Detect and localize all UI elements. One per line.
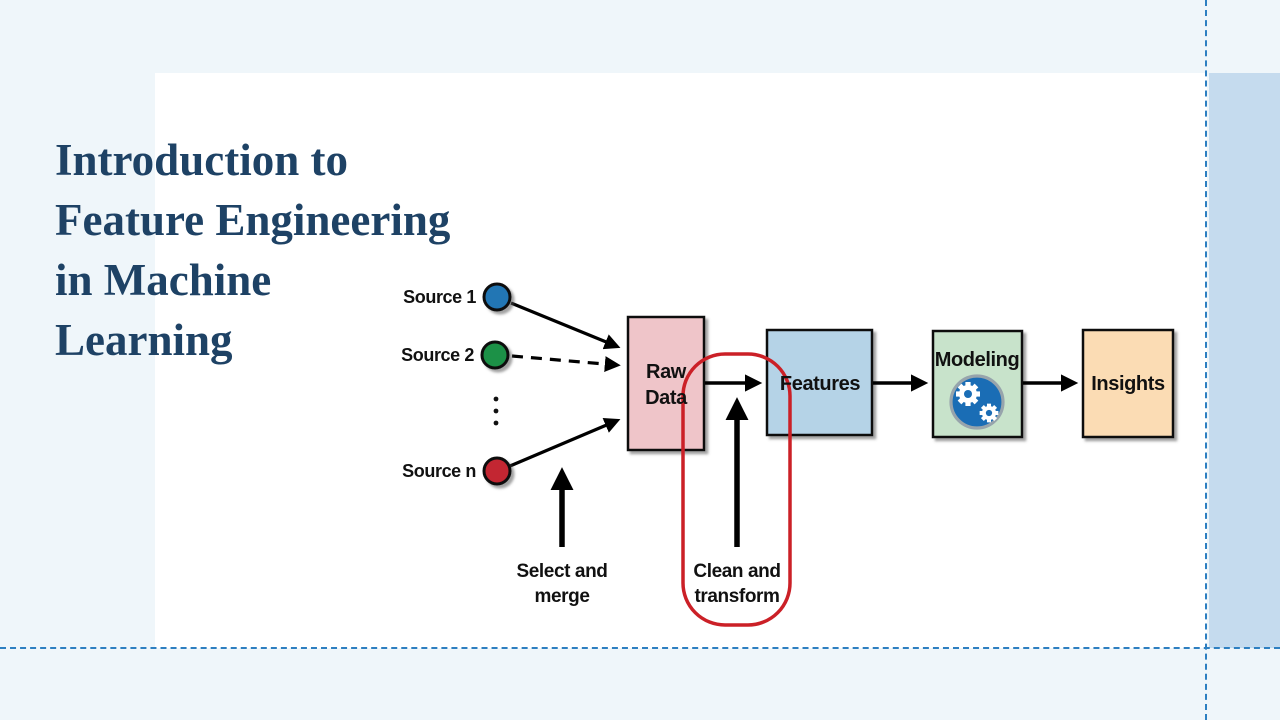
side-accent-band	[1209, 73, 1280, 648]
source-2-label: Source 2	[401, 345, 474, 365]
insights-label: Insights	[1091, 373, 1165, 395]
source-1-dot	[482, 282, 512, 312]
sources-ellipsis-icon	[493, 396, 499, 426]
clean-transform-label-line-2: transform	[694, 586, 779, 607]
source-1-label: Source 1	[403, 287, 476, 307]
features-label: Features	[780, 373, 860, 395]
insights-box	[1081, 328, 1175, 439]
title-line-1: Introduction to	[55, 135, 348, 185]
title-line-2: Feature Engineering	[55, 195, 451, 245]
modeling-label: Modeling	[935, 349, 1020, 371]
source-n-dot	[482, 456, 512, 486]
select-merge-label-line-1: Select and	[516, 561, 607, 582]
gears-icon	[949, 374, 1005, 430]
features-box	[765, 328, 874, 437]
source-n-label: Source n	[402, 461, 476, 481]
source-2-arrow	[511, 354, 621, 373]
raw-data-label-line-2: Data	[645, 387, 688, 409]
raw-data-label-line-1: Raw	[646, 361, 687, 383]
source-1-arrow	[510, 301, 621, 350]
horizontal-guide-line	[0, 647, 1280, 649]
source-n-arrow	[509, 418, 621, 468]
clean-transform-label-line-1: Clean and	[693, 561, 780, 582]
vertical-guide-line	[1205, 0, 1207, 720]
title-line-4: Learning	[55, 315, 233, 365]
slide-title: Introduction to Feature Engineering in M…	[55, 130, 525, 370]
source-2-dot	[480, 340, 510, 370]
title-line-3: in Machine	[55, 255, 272, 305]
highlight-outline	[681, 352, 792, 627]
select-merge-label-line-2: merge	[534, 586, 589, 607]
raw-data-box	[626, 315, 706, 452]
